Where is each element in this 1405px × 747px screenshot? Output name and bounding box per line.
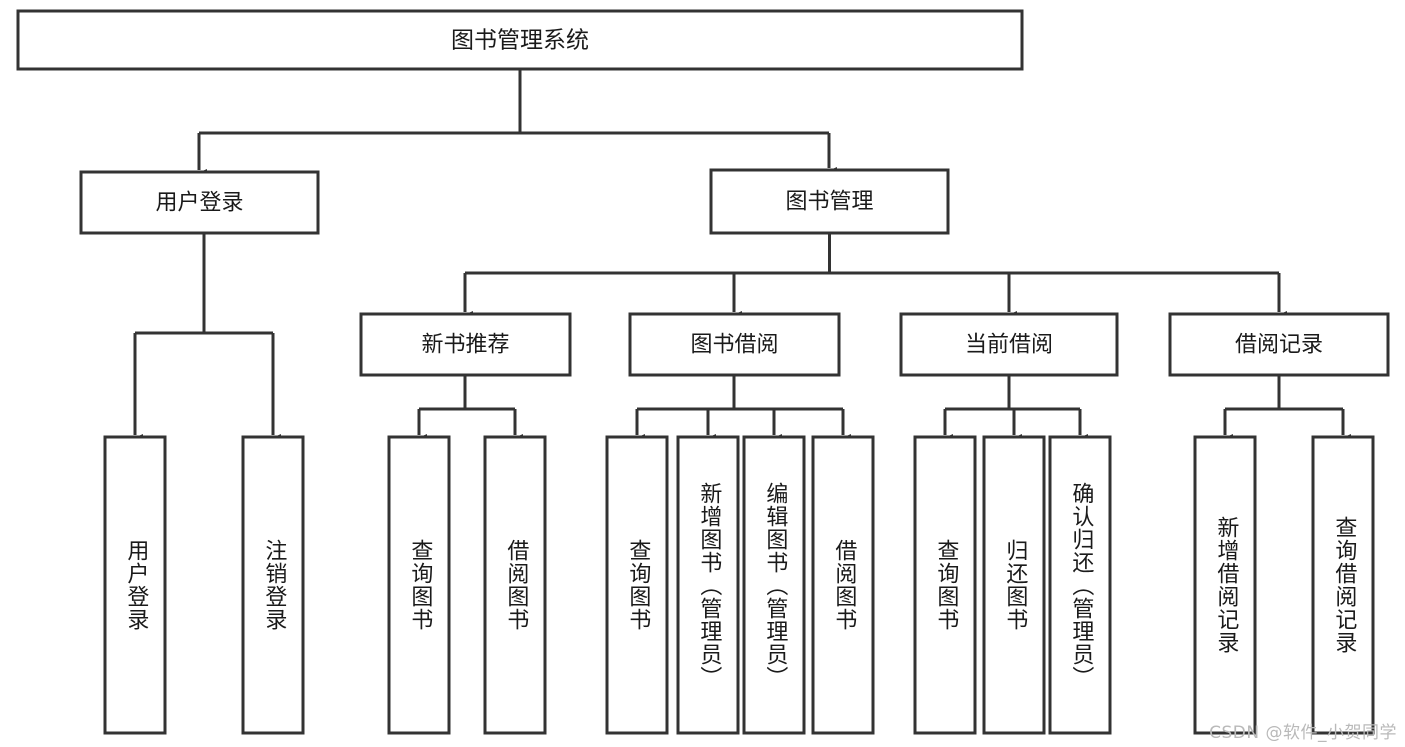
node-l2-借阅记录[interactable]	[1168, 312, 1390, 377]
node-l2-新书推荐[interactable]	[359, 312, 572, 377]
node-leaf-12-查询借阅记录[interactable]	[1311, 435, 1375, 735]
node-l1-label-用户登录: 用户登录	[155, 191, 243, 216]
node-l1-用户登录[interactable]	[79, 170, 320, 235]
node-leaf-11-新增借阅记录[interactable]	[1193, 435, 1257, 735]
node-l2-label-借阅记录: 借阅记录	[1235, 333, 1323, 358]
node-l2-图书借阅[interactable]	[628, 312, 841, 377]
node-leaf-4-查询图书[interactable]	[605, 435, 669, 735]
node-l2-label-图书借阅: 图书借阅	[690, 333, 778, 358]
node-leaf-0-用户登录[interactable]	[103, 435, 167, 735]
node-leaf-1-注销登录[interactable]	[241, 435, 305, 735]
connector-layer	[127, 69, 1351, 448]
node-leaf-9-归还图书[interactable]	[982, 435, 1046, 735]
node-leaf-3-借阅图书[interactable]	[483, 435, 547, 735]
node-l1-图书管理[interactable]	[709, 168, 950, 235]
node-leaf-2-查询图书[interactable]	[387, 435, 451, 735]
watermark: CSDN @软件_小贺同学	[1209, 723, 1397, 743]
node-l2-当前借阅[interactable]	[899, 312, 1119, 377]
node-leaf-6-编辑图书管理员[interactable]	[742, 435, 806, 735]
node-leaf-10-确认归还管理员[interactable]	[1048, 435, 1112, 735]
node-root-图书管理系统[interactable]	[16, 9, 1024, 71]
node-leaf-7-借阅图书[interactable]	[811, 435, 875, 735]
node-root-label: 图书管理系统	[451, 28, 589, 54]
node-leaf-8-查询图书[interactable]	[913, 435, 977, 735]
node-l2-label-新书推荐: 新书推荐	[421, 333, 509, 358]
node-leaf-5-新增图书管理员[interactable]	[676, 435, 740, 735]
node-box-layer	[16, 9, 1390, 735]
node-l2-label-当前借阅: 当前借阅	[965, 333, 1053, 358]
node-l1-label-图书管理: 图书管理	[785, 190, 873, 215]
